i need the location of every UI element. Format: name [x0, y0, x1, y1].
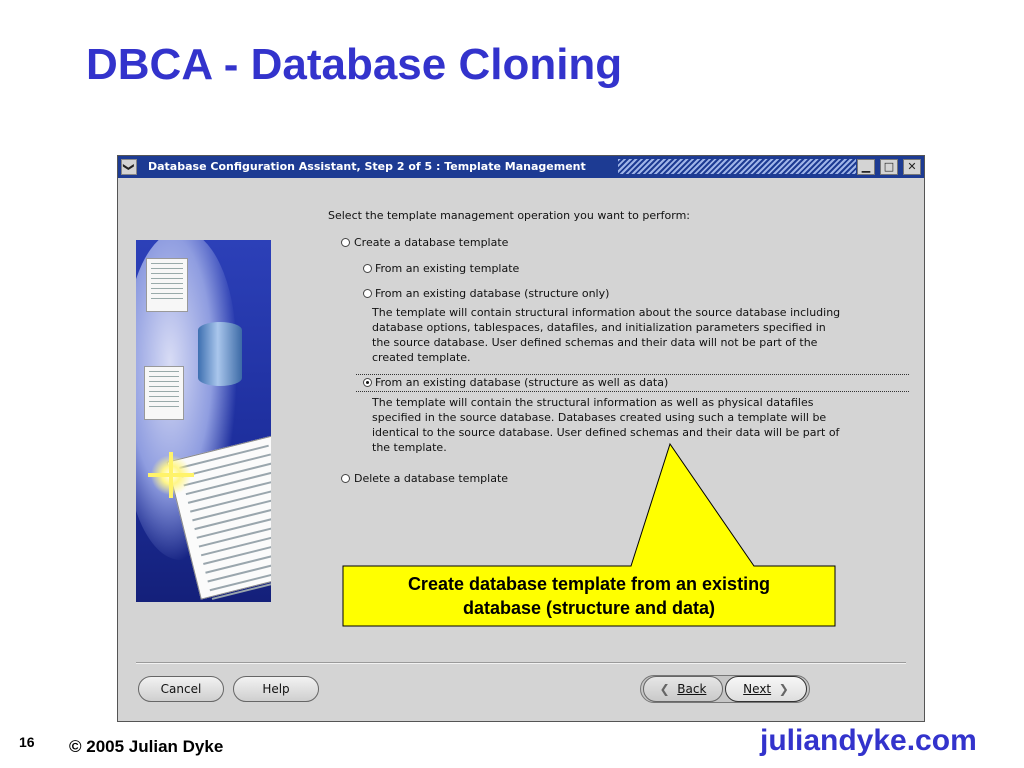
next-button[interactable]: Next ❯ — [725, 676, 807, 702]
radio-structure-only[interactable] — [363, 289, 372, 298]
copyright-text: © 2005 Julian Dyke — [69, 737, 224, 756]
sparkle-icon — [148, 452, 194, 498]
option-structure-data-label[interactable]: From an existing database (structure as … — [375, 376, 669, 389]
close-icon[interactable]: ✕ — [903, 159, 921, 175]
radio-structure-data[interactable] — [363, 378, 372, 387]
window-titlebar[interactable]: ❯ Database Configuration Assistant, Step… — [118, 156, 924, 178]
titlebar-stripes — [618, 159, 856, 174]
database-icon — [198, 322, 242, 386]
callout-text: Create database template from an existin… — [407, 574, 771, 618]
operation-prompt: Select the template management operation… — [328, 209, 691, 222]
radio-from-template[interactable] — [363, 264, 372, 273]
window-title: Database Configuration Assistant, Step 2… — [148, 156, 592, 178]
chevron-left-icon: ❮ — [659, 682, 678, 696]
radio-delete-template[interactable] — [341, 474, 350, 483]
option-delete-label[interactable]: Delete a database template — [354, 472, 509, 485]
maximize-icon[interactable]: □ — [880, 159, 898, 175]
window-menu-icon[interactable]: ❯ — [121, 159, 137, 175]
chevron-right-icon: ❯ — [771, 682, 789, 696]
slide-title: DBCA - Database Cloning — [86, 40, 623, 89]
navigation-button-group: ❮ Back Next ❯ — [640, 675, 810, 703]
button-divider — [136, 662, 906, 664]
cancel-button[interactable]: Cancel — [138, 676, 224, 702]
back-button[interactable]: ❮ Back — [643, 676, 723, 702]
dbca-window: ❯ Database Configuration Assistant, Step… — [117, 155, 925, 722]
option-create-label[interactable]: Create a database template — [354, 236, 509, 249]
document-icon — [144, 366, 184, 420]
site-name: juliandyke.com — [760, 724, 977, 757]
minimize-icon[interactable]: ▁ — [857, 159, 875, 175]
wizard-illustration — [136, 240, 271, 602]
option-from-template-label[interactable]: From an existing template — [375, 262, 520, 275]
radio-create-template[interactable] — [341, 238, 350, 247]
structure-data-description: The template will contain the structural… — [372, 396, 840, 454]
focus-indicator — [356, 374, 909, 392]
option-structure-only-label[interactable]: From an existing database (structure onl… — [375, 287, 610, 300]
help-button[interactable]: Help — [233, 676, 319, 702]
slide-number: 16 — [19, 734, 35, 750]
document-icon — [146, 258, 188, 312]
structure-only-description: The template will contain structural inf… — [372, 306, 841, 364]
